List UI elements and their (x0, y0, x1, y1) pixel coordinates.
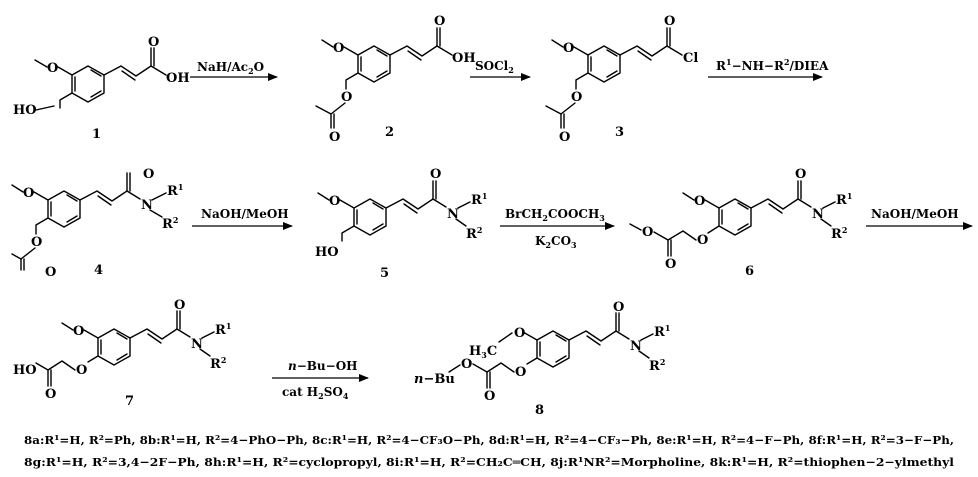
reagent-n-butanol: n−Bu−OH (288, 359, 358, 373)
atom-o: O (341, 90, 352, 105)
atom-o: O (559, 130, 570, 145)
atom-o: O (694, 194, 705, 209)
atom-oh: OH (166, 71, 190, 86)
atom-n-butyl: n−Bu (414, 372, 455, 387)
atom-o: O (329, 130, 340, 145)
legend-line-1: 8a:R¹=H, R²=Ph, 8b:R¹=H, R²=4−PhO−Ph, 8c… (24, 433, 954, 447)
atom-o: O (73, 324, 84, 339)
reaction-arrow-6: NaOH/MeOH (866, 207, 973, 230)
compound-label: 2 (385, 125, 394, 140)
compound-label: 1 (92, 127, 101, 142)
reaction-arrow-7: n−Bu−OH cat H2SO4 (272, 359, 369, 401)
atom-r1: R1 (836, 191, 852, 208)
atom-ho: HO (13, 363, 37, 378)
reagent-nah-ac2o: NaH/Ac2O (197, 60, 264, 76)
atom-h3c: H3C (469, 344, 497, 360)
reagent-bromoacetate: BrCH2COOCH3 (505, 207, 605, 223)
atom-n: N (141, 198, 153, 213)
compound-label: 7 (125, 394, 134, 409)
atom-o: O (613, 300, 624, 315)
atom-o: O (514, 326, 525, 341)
reaction-arrow-5: BrCH2COOCH3 K2CO3 (500, 207, 615, 250)
atom-o: O (148, 35, 159, 50)
atom-r1: R1 (654, 323, 670, 340)
atom-o: O (563, 41, 574, 56)
atom-n: N (447, 207, 459, 222)
compound-1: O HO O OH 1 (13, 35, 190, 142)
atom-r2: R2 (466, 225, 482, 242)
atom-o: O (45, 387, 56, 402)
reagent-k2co3: K2CO3 (535, 234, 577, 250)
atom-o: O (31, 235, 42, 250)
compound-label: 3 (615, 125, 624, 140)
compound-4: O O O O N R1 R2 4 (11, 167, 183, 280)
atom-n: N (812, 207, 824, 222)
atom-o: O (23, 186, 34, 201)
substituent-legend: 8a:R¹=H, R²=Ph, 8b:R¹=H, R²=4−PhO−Ph, 8c… (24, 433, 955, 469)
reagent-socl2: SOCl2 (475, 59, 514, 75)
compound-label: 6 (745, 264, 754, 279)
atom-r2: R2 (162, 215, 178, 232)
atom-r1: R1 (215, 321, 231, 338)
atom-ho: HO (13, 103, 37, 118)
atom-o: O (484, 389, 495, 404)
atom-r2: R2 (649, 357, 665, 374)
atom-r1: R1 (167, 182, 183, 199)
compound-3: O O O O Cl 3 (545, 14, 698, 145)
atom-o: O (76, 363, 87, 378)
compound-8: O H3C O O O n−Bu O N R1 R2 8 (414, 300, 670, 418)
compound-5: O HO O N R1 R2 5 (315, 167, 487, 281)
atom-o: O (642, 225, 653, 240)
reagent-cat-h2so4: cat H2SO4 (282, 385, 349, 401)
atom-o: O (45, 265, 56, 280)
atom-o: O (571, 90, 582, 105)
compound-label: 8 (535, 403, 544, 418)
atom-o: O (434, 14, 445, 29)
reaction-arrow-4: NaOH/MeOH (192, 207, 293, 230)
reaction-arrow-1: NaH/Ac2O (190, 60, 278, 81)
legend-line-2: 8g:R¹=H, R²=3,4−2F−Ph, 8h:R¹=H, R²=cyclo… (24, 455, 955, 469)
compound-6: O O O O O N R1 R2 6 (629, 167, 852, 279)
atom-o: O (665, 257, 676, 272)
reagent-naoh-meoh: NaOH/MeOH (871, 207, 959, 221)
atom-o: O (174, 298, 185, 313)
atom-o: O (461, 357, 472, 372)
atom-cl: Cl (683, 51, 698, 66)
atom-o: O (333, 41, 344, 56)
atom-n: N (630, 339, 642, 354)
reaction-arrow-2: SOCl2 (470, 59, 531, 81)
reagent-amine-diea: R1−NH−R2/DIEA (716, 57, 829, 73)
atom-o: O (47, 61, 58, 76)
atom-o: O (515, 365, 526, 380)
atom-r2: R2 (210, 355, 226, 372)
atom-o: O (143, 167, 154, 182)
atom-r2: R2 (831, 225, 847, 242)
atom-o: O (697, 233, 708, 248)
atom-r1: R1 (471, 191, 487, 208)
compound-2: O O O O OH 2 (315, 14, 476, 145)
atom-ho: HO (315, 245, 339, 260)
atom-oh: OH (452, 51, 476, 66)
compound-label: 4 (94, 263, 103, 278)
atom-o: O (329, 194, 340, 209)
atom-n: N (191, 337, 203, 352)
compound-label: 5 (380, 266, 389, 281)
compound-7: O O O HO O N R1 R2 7 (13, 298, 231, 409)
reagent-naoh-meoh: NaOH/MeOH (201, 207, 289, 221)
reaction-arrow-3: R1−NH−R2/DIEA (708, 57, 829, 81)
atom-o: O (430, 167, 441, 182)
atom-o: O (795, 167, 806, 182)
atom-o: O (664, 14, 675, 29)
